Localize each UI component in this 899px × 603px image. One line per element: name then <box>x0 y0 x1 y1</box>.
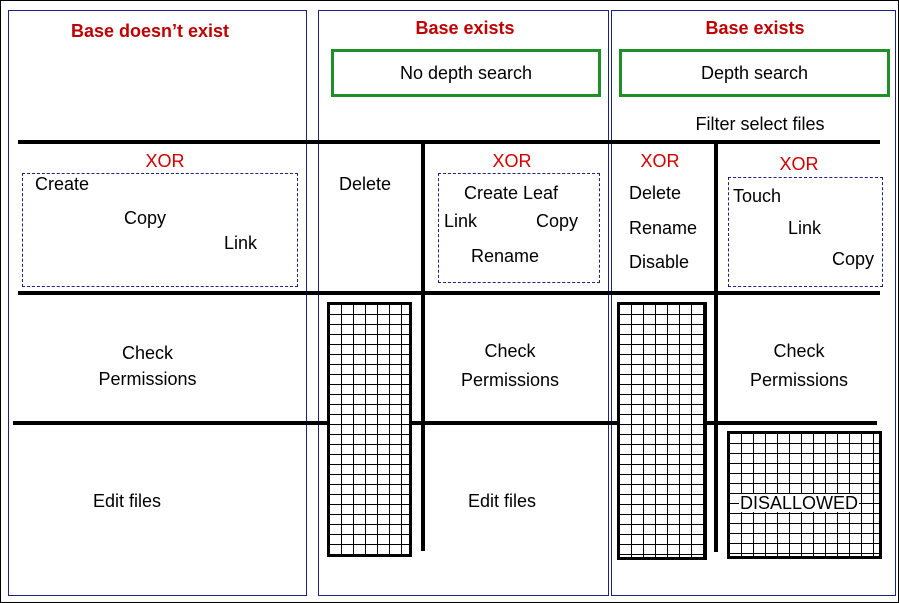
depth-search-box: Depth search <box>619 49 890 97</box>
brick-wall-col3 <box>617 302 707 560</box>
op-copy-col2: Copy <box>536 211 579 231</box>
disallowed-label: DISALLOWED <box>739 493 860 513</box>
column-base-exists-no-depth <box>318 10 609 596</box>
column-base-exists-depth <box>611 10 896 596</box>
op-touch: Touch <box>733 186 782 206</box>
op-rename-col3: Rename <box>629 218 698 238</box>
column-3-header: Base exists <box>705 18 805 38</box>
filter-select-files-label: Filter select files <box>695 114 825 134</box>
brick-wall-col2 <box>327 302 412 557</box>
op-create-leaf: Create Leaf <box>464 183 559 203</box>
xor-label-col3-right: XOR <box>779 154 819 174</box>
check-label: Check <box>773 341 825 361</box>
divider-bottom <box>13 421 877 425</box>
op-disable: Disable <box>629 252 690 272</box>
op-copy: Copy <box>124 208 167 228</box>
edit-files-col1: Edit files <box>93 491 162 511</box>
no-depth-search-box: No depth search <box>331 49 601 97</box>
xor-group-col2 <box>438 173 600 283</box>
op-link: Link <box>224 233 258 253</box>
check-label: Check <box>121 343 174 363</box>
xor-label-col2: XOR <box>492 151 532 171</box>
permissions-label: Permissions <box>749 370 849 390</box>
op-copy-col3: Copy <box>832 249 875 269</box>
xor-group-col1 <box>22 173 298 287</box>
column-2-header: Base exists <box>415 18 515 38</box>
op-link-col3: Link <box>788 218 822 238</box>
xor-group-col3 <box>728 177 883 287</box>
xor-label-col3-left: XOR <box>640 151 680 171</box>
divider-col2 <box>421 144 425 551</box>
column-1-header: Base doesn’t exist <box>70 21 230 41</box>
divider-col3 <box>714 144 718 552</box>
permissions-label: Permissions <box>98 369 197 389</box>
divider-top <box>18 140 880 144</box>
column-base-doesnt-exist <box>8 10 307 596</box>
op-create: Create <box>35 174 90 194</box>
check-permissions-col2: Check Permissions <box>436 337 584 395</box>
permissions-label: Permissions <box>460 370 560 390</box>
divider-middle <box>18 291 880 295</box>
edit-files-col2: Edit files <box>468 491 537 511</box>
xor-label-col1: XOR <box>145 151 185 171</box>
op-delete-col3: Delete <box>629 183 682 203</box>
check-permissions-col1: Check Permissions <box>75 340 220 392</box>
op-rename-col2: Rename <box>471 246 540 266</box>
check-permissions-col3: Check Permissions <box>726 337 872 395</box>
check-label: Check <box>484 341 536 361</box>
op-delete-col2: Delete <box>339 174 392 194</box>
op-link-col2: Link <box>444 211 478 231</box>
